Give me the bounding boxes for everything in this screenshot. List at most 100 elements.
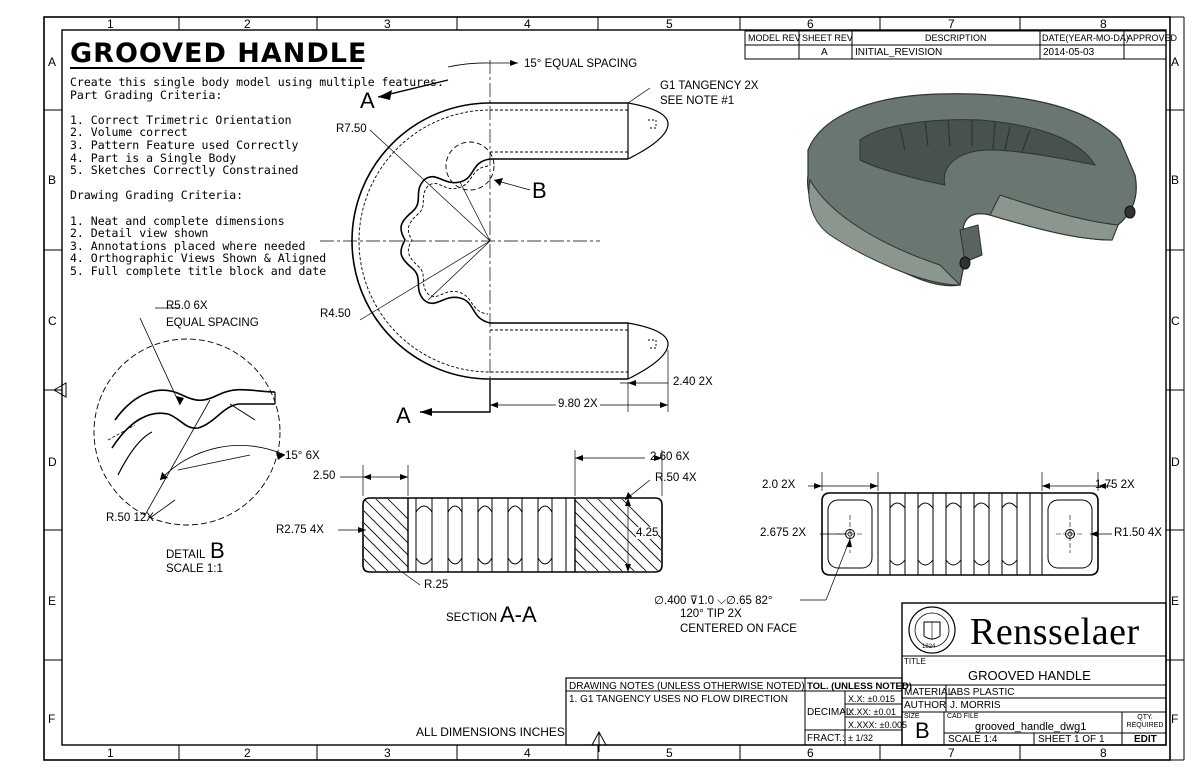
zone-top-4: 4 bbox=[524, 17, 531, 31]
all-dims-inches: ALL DIMENSIONS INCHES bbox=[416, 725, 565, 739]
detail-r-small-dim: R.50 12X bbox=[106, 512, 154, 524]
title-block-lines bbox=[565, 602, 1167, 746]
rev-date-value: 2014-05-03 bbox=[1043, 47, 1095, 58]
zone-right-c: C bbox=[1171, 314, 1180, 328]
size-label: SIZE bbox=[904, 713, 920, 720]
author-value: J. MORRIS bbox=[950, 700, 1001, 711]
zone-left-a: A bbox=[48, 55, 57, 69]
section-label-letters: A-A bbox=[500, 602, 537, 627]
detail-r50-dim: R5.0 6X bbox=[166, 300, 208, 312]
end-20-dim: 2.0 2X bbox=[762, 479, 796, 491]
zone-left-c: C bbox=[48, 314, 57, 328]
zone-bottom-5: 5 bbox=[666, 746, 673, 760]
hole-callout-1: ∅.400 ⊽1.0 ⌵∅.65 82° bbox=[654, 595, 773, 607]
drawing-criterion: 2. Detail view shown bbox=[70, 226, 209, 241]
end-view-arrowheads bbox=[814, 483, 1106, 547]
end-2675-dim: 2.675 2X bbox=[760, 527, 807, 539]
tolerance-x1: X.X: ±0.015 bbox=[848, 694, 895, 704]
zone-right-d: D bbox=[1171, 455, 1180, 469]
section-height-dim: 4.25 bbox=[636, 527, 659, 539]
zone-top-3: 3 bbox=[384, 17, 391, 31]
end-r150-dim: R1.50 4X bbox=[1114, 527, 1162, 539]
zone-right-f: F bbox=[1171, 712, 1179, 726]
g1-note-1: G1 TANGENCY 2X bbox=[660, 80, 759, 92]
zone-top-2: 2 bbox=[244, 17, 251, 31]
zone-bottom-8: 8 bbox=[1100, 746, 1107, 760]
tolerance-decimal-label: DECIMAL: bbox=[807, 707, 855, 718]
tolerance-fract-label: FRACT.: bbox=[807, 733, 845, 744]
detail-angle-dim: 15° 6X bbox=[285, 450, 320, 462]
centering-mark-left bbox=[53, 382, 67, 398]
detail-b-arrowheads bbox=[160, 396, 285, 480]
cad-file-value: grooved_handle_dwg1 bbox=[975, 721, 1087, 733]
section-250-dim: 2.50 bbox=[313, 470, 336, 482]
intro-line-1: Create this single body model using mult… bbox=[70, 75, 444, 89]
end-view-geometry bbox=[800, 472, 1112, 601]
detail-b-callout: B bbox=[532, 178, 547, 203]
note-1: 1. G1 TANGENCY USES NO FLOW DIRECTION bbox=[569, 694, 788, 705]
zone-ticks bbox=[44, 16, 1185, 761]
rpi-seal bbox=[908, 606, 956, 654]
rev-header-date: DATE(YEAR-MO-DA) bbox=[1042, 33, 1129, 43]
drawing-criterion: 3. Annotations placed where needed bbox=[70, 238, 306, 253]
criteria-block: Create this single body model using mult… bbox=[70, 76, 444, 278]
part-criterion: 2. Volume correct bbox=[70, 125, 188, 140]
section-a-label-top: A bbox=[360, 88, 375, 113]
zone-top-6: 6 bbox=[807, 17, 814, 31]
qty-label: QTY. REQUIRED bbox=[1126, 714, 1164, 729]
rev-header-model: MODEL REV bbox=[748, 33, 801, 43]
section-260-dim: 2.60 6X bbox=[650, 451, 690, 463]
zone-left-e: E bbox=[48, 594, 57, 608]
title-underline bbox=[70, 67, 362, 69]
part-criterion: 4. Part is a Single Body bbox=[70, 150, 237, 165]
rev-header-sheet: SHEET REV bbox=[802, 33, 853, 43]
detail-scale: SCALE 1:1 bbox=[166, 563, 223, 575]
tolerance-x3: X.XXX: ±0.005 bbox=[848, 720, 907, 730]
part-criterion: 1. Correct Trimetric Orientation bbox=[70, 112, 292, 127]
size-value: B bbox=[915, 718, 930, 743]
material-value: ABS PLASTIC bbox=[950, 687, 1015, 698]
zone-left-d: D bbox=[48, 455, 57, 469]
drawing-criterion: 1. Neat and complete dimensions bbox=[70, 213, 285, 228]
cad-file-label: CAD FILE bbox=[947, 713, 979, 720]
section-r50-dim: R.50 4X bbox=[655, 472, 697, 484]
top-view-geometry bbox=[320, 60, 669, 413]
title-value: GROOVED HANDLE bbox=[968, 668, 1091, 683]
isometric-part-view bbox=[807, 93, 1137, 287]
hole-callout-2: 120° TIP 2X bbox=[680, 608, 742, 620]
rev-header-approved: APPROVED bbox=[1127, 33, 1178, 43]
rev-header-description: DESCRIPTION bbox=[925, 33, 987, 43]
section-a-label-bottom: A bbox=[396, 403, 411, 428]
zone-left-f: F bbox=[48, 712, 56, 726]
drawing-criterion: 5. Full complete title block and date bbox=[70, 263, 327, 278]
zone-bottom-7: 7 bbox=[948, 746, 955, 760]
seal-year: 1824 bbox=[922, 644, 936, 650]
rensselaer-logo: Rensselaer bbox=[970, 611, 1140, 653]
end-175-dim: 1.75 2X bbox=[1095, 479, 1135, 491]
g1-note-2: SEE NOTE #1 bbox=[660, 95, 735, 107]
zone-bottom-2: 2 bbox=[244, 746, 251, 760]
centering-mark-bottom bbox=[591, 730, 607, 752]
zone-right-e: E bbox=[1171, 594, 1180, 608]
zone-left-b: B bbox=[48, 173, 57, 187]
drawing-title: GROOVED HANDLE bbox=[70, 38, 368, 69]
sheet-value: SHEET 1 OF 1 bbox=[1038, 734, 1105, 745]
notes-heading: DRAWING NOTES (UNLESS OTHERWISE NOTED) bbox=[569, 681, 805, 692]
r450-dim: R4.50 bbox=[320, 308, 351, 320]
detail-b-geometry bbox=[93, 307, 286, 526]
r750-dim: R7.50 bbox=[336, 123, 367, 135]
title-label: TITLE bbox=[904, 657, 926, 666]
rev-description-value: INITIAL_REVISION bbox=[855, 47, 943, 58]
part-criterion: 3. Pattern Feature used Correctly bbox=[70, 137, 299, 152]
zone-top-8: 8 bbox=[1100, 17, 1107, 31]
drawing-criterion: 4. Orthographic Views Shown & Aligned bbox=[70, 251, 327, 266]
spacing-dim: 15° EQUAL SPACING bbox=[524, 58, 638, 70]
section-aa-arrowheads bbox=[358, 455, 662, 572]
material-label: MATERIAL bbox=[904, 687, 954, 698]
zone-bottom-3: 3 bbox=[384, 746, 391, 760]
author-label: AUTHOR bbox=[904, 700, 947, 711]
zone-bottom-1: 1 bbox=[107, 746, 114, 760]
tolerance-x2: X.XX: ±0.01 bbox=[848, 707, 896, 717]
length-980-dim: 9.80 2X bbox=[556, 398, 600, 410]
